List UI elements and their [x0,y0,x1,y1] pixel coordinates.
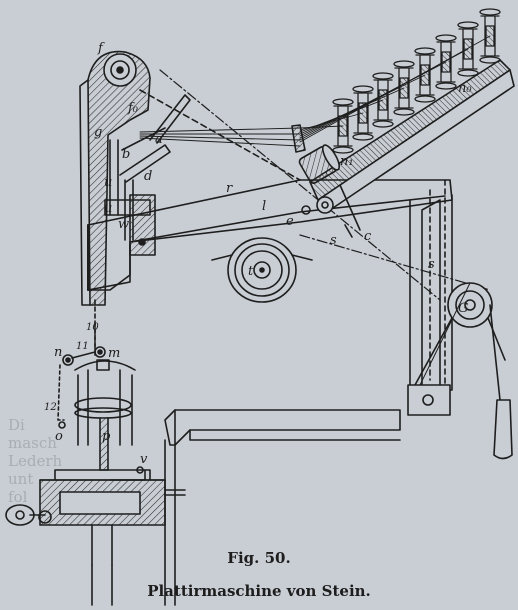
label-v: v [140,452,148,467]
label-e: e [286,214,294,229]
label-ss: s [428,257,435,272]
pulley-t [211,237,313,303]
label-ni: n₁ [340,154,354,169]
label-G: G [458,301,468,316]
pulley-f [103,53,137,87]
label-10: 10 [86,322,99,333]
label-n: n [54,345,62,360]
pulley-G [414,282,506,401]
label-m: m [108,346,120,361]
block-w [129,194,156,256]
label-no: n₀ [458,81,472,96]
label-t: t [248,264,254,279]
lower-rail [174,409,401,446]
label-a: a [155,132,163,147]
drum [298,144,341,184]
label-c: c [364,229,372,244]
label-12: 12 [44,402,57,413]
label-u2: u [104,201,112,216]
spindle-assembly [5,359,186,566]
counterweight [493,399,513,460]
bleed-text-1: Di [8,416,25,434]
lever-b [149,94,191,144]
label-g: g [94,125,102,140]
label-r: r [226,181,233,196]
label-11: 11 [76,341,89,352]
label-w: w [118,217,129,232]
label-fo: f₀ [127,101,139,116]
label-o: o [55,429,63,444]
label-b: b [122,147,130,162]
label-d: d [144,169,152,184]
figure-number: Fig. 50. [227,549,291,567]
label-u1: u [104,175,112,190]
figure-caption: Plattirmaschine von Stein. [147,582,371,600]
label-s: s [330,233,337,248]
label-p: p [102,429,111,444]
bleed-text-4: unt [8,470,34,488]
label-f: f [97,41,105,56]
bleed-text-2: masch [8,434,57,452]
bleed-text-3: Lederh [8,452,63,470]
label-l: l [262,199,266,214]
left-stand [87,50,151,306]
bleed-text-5: fol [8,488,28,506]
